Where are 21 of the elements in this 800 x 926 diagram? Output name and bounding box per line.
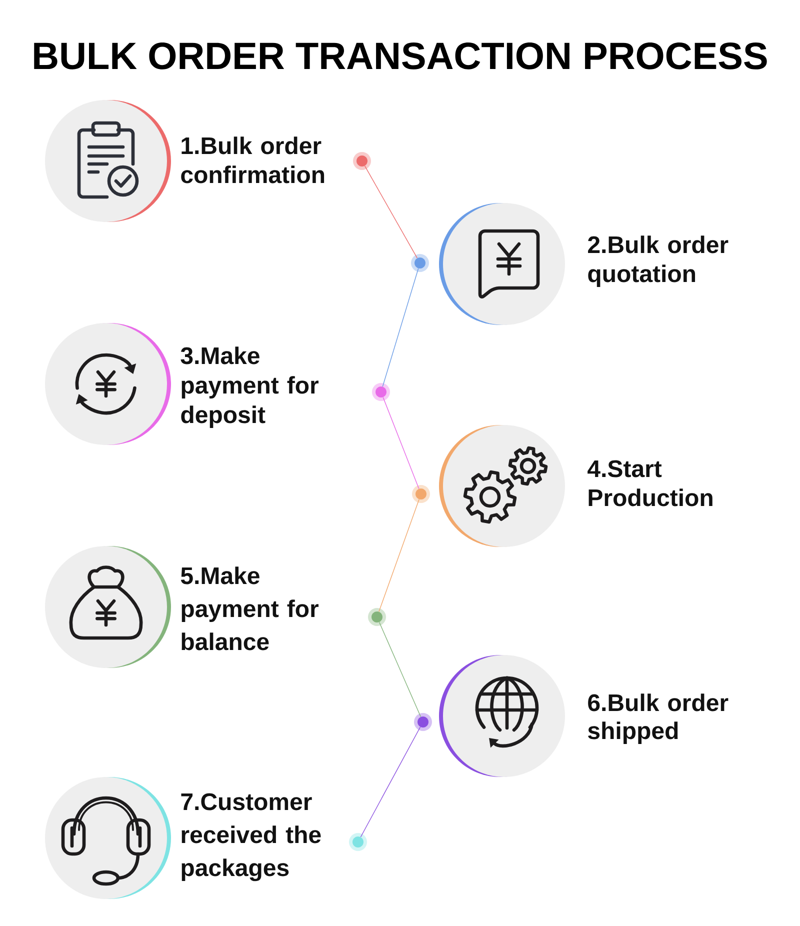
dot <box>368 608 386 626</box>
connector-line <box>364 166 418 258</box>
step-label: 7.Customer received the packages <box>181 793 321 882</box>
connector-line <box>382 268 419 387</box>
step-label: 6.Bulk order shipped <box>588 694 728 744</box>
dot <box>353 152 371 170</box>
dot <box>411 254 429 272</box>
connector-line <box>360 726 421 838</box>
step-label: 3.Make payment for deposit <box>180 346 318 428</box>
dot <box>372 383 390 401</box>
dot <box>412 485 430 503</box>
connector-line <box>378 622 422 718</box>
dot <box>414 713 432 731</box>
step-label: 4.Start Production <box>588 460 712 506</box>
title: BULK ORDER TRANSACTION PROCESS <box>34 42 767 70</box>
step-label: 5.Make payment for balance <box>180 566 318 650</box>
step-label: 2.Bulk order quotation <box>588 236 728 287</box>
connector-line <box>378 499 420 612</box>
step-label: 1.Bulk order confirmation <box>181 136 324 184</box>
connector-line <box>382 396 420 490</box>
dot <box>349 833 367 851</box>
